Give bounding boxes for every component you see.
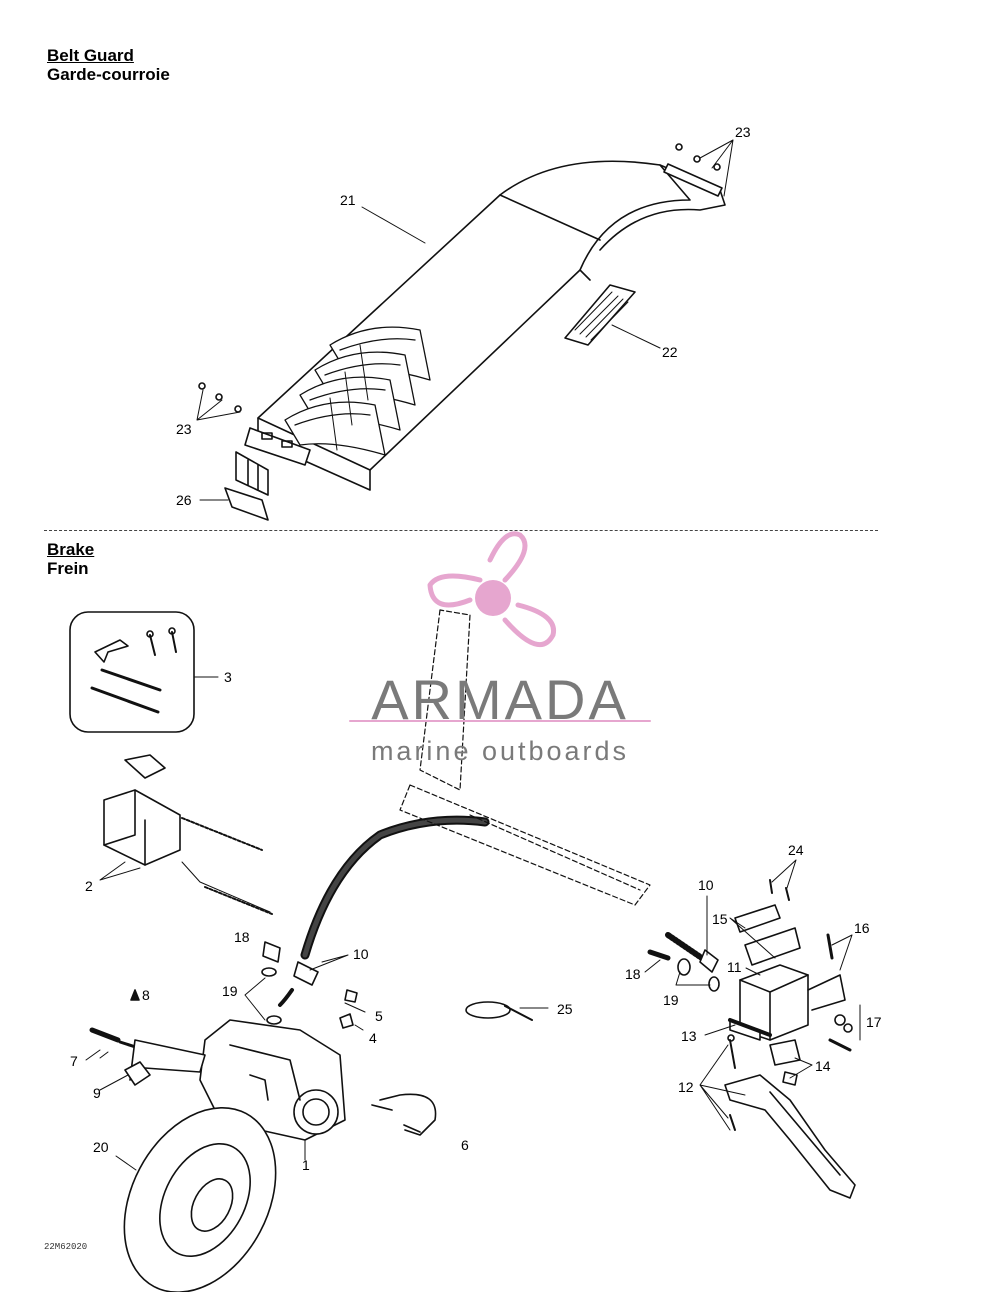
belt-guard-subtitle: Garde-courroie — [47, 65, 170, 84]
callout-9: 9 — [93, 1085, 101, 1101]
callout-25: 25 — [557, 1001, 573, 1017]
master-cylinder-part-11 — [729, 904, 846, 1066]
brake-lever-part-12 — [724, 1034, 856, 1199]
propeller-icon — [427, 531, 557, 647]
callout-13: 13 — [681, 1028, 697, 1044]
cable-tie-part-25 — [465, 1001, 549, 1021]
brake-title: Brake — [47, 540, 95, 559]
callout-10-right: 10 — [698, 877, 714, 893]
callout-3: 3 — [224, 669, 232, 685]
master-cylinder-hardware — [647, 879, 853, 1086]
callout-7: 7 — [70, 1053, 78, 1069]
decal-part-22 — [564, 284, 636, 346]
bracket-parts-2 — [99, 754, 273, 915]
callout-21: 21 — [340, 192, 356, 208]
callout-22: 22 — [662, 344, 678, 360]
belt-guard-title: Belt Guard — [47, 46, 134, 65]
callout-19-right: 19 — [663, 992, 679, 1008]
callout-19-left: 19 — [222, 983, 238, 999]
bracket-part-26 — [224, 451, 269, 521]
callout-18-left: 18 — [234, 929, 250, 945]
belt-guard-vents — [284, 326, 431, 456]
caliper-hardware — [85, 941, 437, 1136]
fastener-parts-23 — [198, 143, 723, 413]
callout-4: 4 — [369, 1030, 377, 1046]
watermark-tagline: marine outboards — [370, 736, 630, 766]
callout-15: 15 — [712, 911, 728, 927]
callout-5: 5 — [375, 1008, 383, 1024]
callout-1: 1 — [302, 1157, 310, 1173]
callout-23-left: 23 — [176, 421, 192, 437]
brake-heading: Brake Frein — [47, 540, 94, 578]
belt-guard-part-21 — [244, 160, 726, 491]
belt-guard-heading: Belt Guard Garde-courroie — [47, 46, 170, 84]
belt-guard-leader-lines — [196, 139, 734, 501]
hardware-kit-part-3 — [69, 611, 219, 733]
callout-18-right: 18 — [625, 966, 641, 982]
callout-23-top: 23 — [735, 124, 751, 140]
master-cylinder-leader-lines — [644, 859, 861, 1131]
watermark-brand: ARMADA — [371, 668, 629, 731]
callout-12: 12 — [678, 1079, 694, 1095]
diagram-code: 22M62020 — [44, 1242, 88, 1252]
callout-26: 26 — [176, 492, 192, 508]
callout-6: 6 — [461, 1137, 469, 1153]
brake-disc-part-20 — [115, 1106, 277, 1292]
handlebar-outline — [399, 609, 651, 906]
callout-10-left: 10 — [353, 946, 369, 962]
callout-8: 8 — [142, 987, 150, 1003]
callout-17: 17 — [866, 1014, 882, 1030]
callout-11: 11 — [727, 959, 742, 975]
callout-16: 16 — [854, 920, 870, 936]
callout-14: 14 — [815, 1058, 831, 1074]
section-divider — [44, 530, 878, 531]
callout-2: 2 — [85, 878, 93, 894]
callout-20: 20 — [93, 1139, 109, 1155]
callout-24: 24 — [788, 842, 804, 858]
brake-subtitle: Frein — [47, 559, 89, 578]
brake-hose-part-10 — [278, 815, 490, 1007]
